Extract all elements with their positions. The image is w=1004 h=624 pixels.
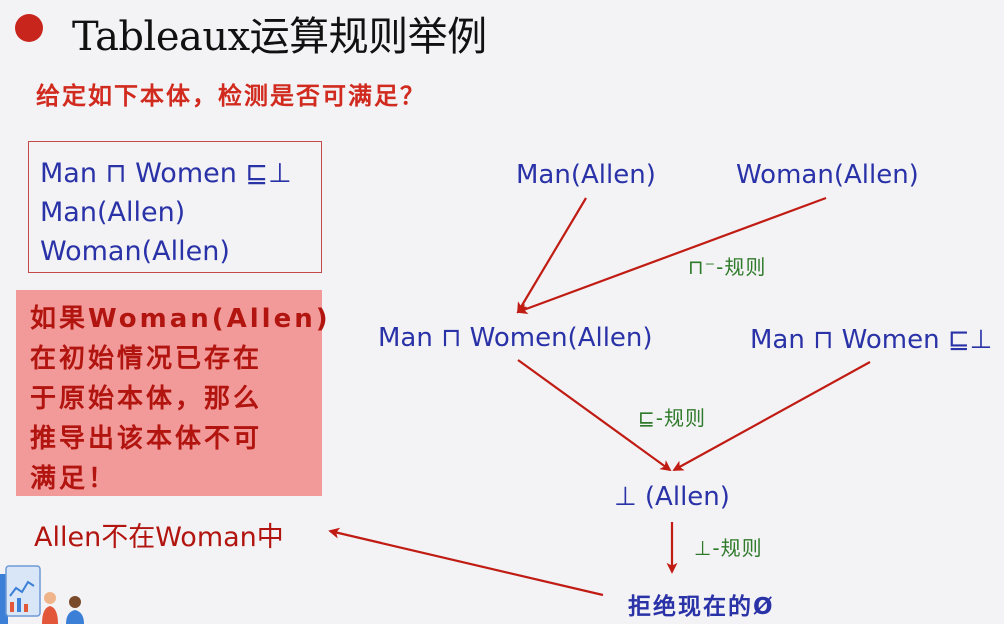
node-woman-allen: Woman(Allen) (736, 160, 919, 190)
axiom-man-allen: Man(Allen) (40, 197, 186, 228)
note-box: 如果Woman(Allen) 在初始情况已存在 于原始本体，那么 推导出该本体不… (16, 290, 331, 496)
node-man-women-allen: Man ⊓ Women(Allen) (378, 323, 653, 353)
rule-and-minus-label: ⊓⁻-规则 (688, 255, 767, 279)
arrow-conj-to-bottom (517, 359, 672, 472)
rule-subsumption-label: ⊑-规则 (638, 406, 706, 430)
node-reject: 拒绝现在的Ø (628, 594, 775, 620)
slide-title: Tableaux运算规则举例 (72, 14, 487, 60)
conclusion-text: Allen不在Woman中 (34, 522, 284, 553)
arrow-man-to-conj (517, 197, 587, 314)
axiom-disjoint: Man ⊓ Women ⊑⊥ (40, 158, 292, 189)
arrow-woman-to-conj (516, 196, 827, 314)
arrow-reject-to-conclusion (328, 527, 604, 597)
title-bullet-icon (15, 14, 43, 42)
node-man-allen: Man(Allen) (516, 160, 656, 190)
node-bottom-allen: ⊥ (Allen) (614, 482, 730, 512)
presenter-illustration-icon (0, 565, 84, 624)
axiom-woman-allen: Woman(Allen) (40, 236, 230, 267)
arrow-axiom-to-bottom (672, 361, 871, 471)
rule-bottom-label: ⊥-规则 (694, 536, 763, 560)
note-line: 推导出该本体不可 (30, 424, 263, 454)
ontology-box: Man ⊓ Women ⊑⊥ Man(Allen) Woman(Allen) (28, 141, 322, 273)
question-text: 给定如下本体，检测是否可满足？ (36, 82, 426, 110)
note-line: 于原始本体，那么 (30, 384, 263, 414)
node-disjoint-axiom: Man ⊓ Women ⊑⊥ (750, 325, 993, 355)
note-line: 如果Woman(Allen) (30, 304, 331, 334)
note-line: 满足！ (30, 464, 118, 494)
note-line: 在初始情况已存在 (30, 344, 263, 374)
